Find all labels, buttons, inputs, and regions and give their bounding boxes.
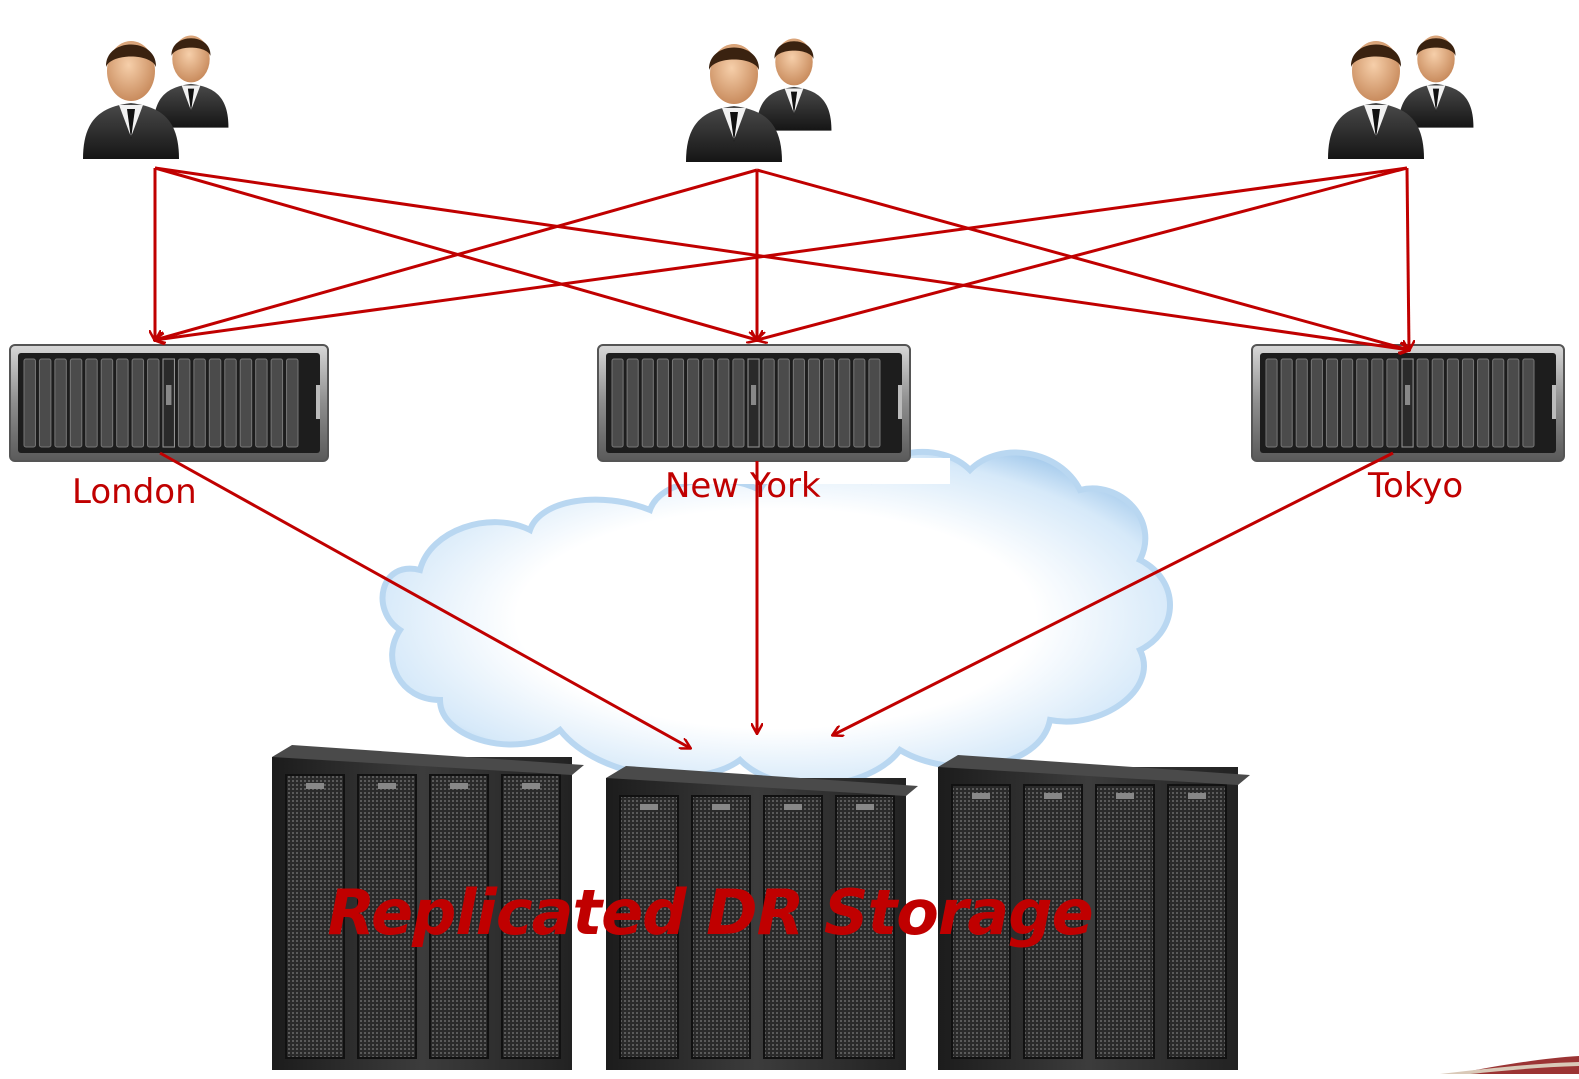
corner-swoosh-shade — [1440, 1062, 1579, 1074]
site-label-newyork: New York — [665, 466, 821, 506]
site-users — [83, 35, 1474, 162]
connection-arrow — [155, 166, 1408, 340]
connection-arrow — [154, 166, 1409, 350]
site-servers — [9, 344, 1565, 462]
label-backdrop — [660, 458, 950, 484]
server-rack-icon — [272, 745, 584, 1070]
connection-arrow — [757, 166, 1408, 340]
users-group-icon — [1328, 35, 1474, 159]
connection-arrow — [155, 168, 758, 340]
storage-server-icon — [597, 344, 911, 462]
site-label-tokyo: Tokyo — [1368, 466, 1464, 506]
users-group-icon — [686, 38, 832, 162]
site-label-london: London — [72, 472, 197, 512]
connection-arrow — [159, 451, 690, 748]
server-rack-icon — [938, 755, 1250, 1070]
users-group-icon — [83, 35, 229, 159]
connection-arrow — [1407, 167, 1409, 350]
connection-arrows — [154, 166, 1409, 748]
storage-server-icon — [1251, 344, 1565, 462]
dr-storage-title: Replicated DR Storage — [327, 876, 1093, 949]
storage-server-icon — [9, 344, 329, 462]
connection-arrow — [756, 168, 1409, 350]
dr-storage-racks — [272, 745, 1250, 1070]
connection-arrow — [833, 451, 1394, 735]
server-rack-icon — [606, 766, 918, 1070]
